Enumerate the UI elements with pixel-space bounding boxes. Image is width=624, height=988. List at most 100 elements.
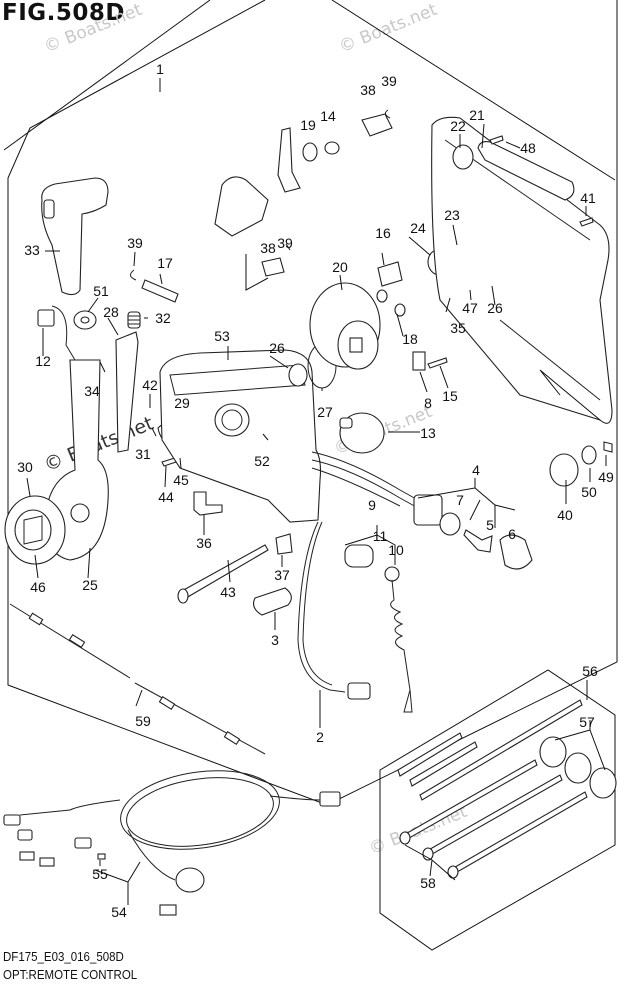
clip-part (275, 533, 293, 555)
callout-51: 51 (93, 283, 109, 299)
screw-part (489, 135, 504, 145)
handle-cap-part (4, 495, 66, 565)
clamp-part (97, 853, 106, 860)
switch-cap-part (499, 534, 533, 570)
roller-part (394, 303, 406, 317)
callout-22: 22 (450, 118, 466, 134)
screw-part (579, 217, 594, 227)
trim-switch-part (37, 305, 79, 379)
neutral-switch-part (412, 351, 426, 371)
callout-15: 15 (442, 388, 458, 404)
figure-code: DF175_E03_016_508D (3, 950, 124, 964)
control-cable-part (9, 603, 266, 755)
kit-outline (379, 669, 616, 951)
control-housing-part (159, 349, 322, 523)
callout-45: 45 (173, 472, 189, 488)
callout-34: 34 (84, 383, 100, 399)
callout-52: 52 (254, 453, 270, 469)
key-part (463, 529, 493, 553)
callout-4: 4 (472, 462, 480, 478)
callout-labels: 1 2 3 4 5 6 7 8 9 10 11 12 13 14 15 16 1… (17, 61, 614, 920)
callout-30: 30 (17, 459, 33, 475)
stop-switch-part (344, 544, 413, 713)
clip-part (384, 109, 391, 119)
callout-2: 2 (316, 729, 324, 745)
wire-harness-part (297, 521, 346, 693)
key-switch-part (413, 494, 443, 526)
lever-part (277, 127, 301, 193)
screw-part (427, 357, 448, 369)
mounting-kit-parts (397, 699, 617, 879)
callout-24: 24 (410, 220, 426, 236)
spring-part (127, 311, 141, 329)
callout-7: 7 (456, 492, 464, 508)
callout-50: 50 (581, 484, 597, 500)
grommet-part (549, 453, 579, 487)
callout-36: 36 (196, 535, 212, 551)
callout-59: 59 (135, 713, 151, 729)
callout-3: 3 (271, 632, 279, 648)
link-part (261, 257, 285, 277)
link-part (361, 113, 393, 137)
callout-13: 13 (420, 425, 436, 441)
callout-18: 18 (402, 331, 418, 347)
lever-plate-part (477, 141, 575, 201)
callout-12: 12 (35, 353, 51, 369)
cam-part (377, 261, 403, 287)
callout-16: 16 (375, 225, 391, 241)
callout-28: 28 (103, 304, 119, 320)
callout-56: 56 (582, 663, 598, 679)
callout-21: 21 (469, 107, 485, 123)
callout-40: 40 (557, 507, 573, 523)
neutral-lever-part (115, 331, 139, 453)
callout-37: 37 (274, 567, 290, 583)
wire-part (311, 451, 419, 501)
callout-53: 53 (214, 328, 230, 344)
callout-14: 14 (320, 108, 336, 124)
callout-10: 10 (388, 542, 404, 558)
figure-caption: OPT:REMOTE CONTROL (3, 968, 138, 982)
callout-47: 47 (462, 300, 478, 316)
callout-43: 43 (220, 584, 236, 600)
oil-seal-part (452, 144, 474, 170)
callout-49: 49 (598, 469, 614, 485)
callout-38a: 38 (360, 82, 376, 98)
washer-part (324, 141, 340, 155)
assembly-outline-edge (331, 0, 616, 181)
bushing-part (302, 142, 318, 162)
callout-42: 42 (142, 377, 158, 393)
callout-6: 6 (508, 526, 516, 542)
callout-44: 44 (158, 489, 174, 505)
nut-part (603, 441, 613, 453)
callout-26b: 26 (487, 300, 503, 316)
washer-part (581, 445, 597, 465)
callout-31: 31 (135, 446, 151, 462)
buzzer-part (339, 412, 385, 454)
callout-11: 11 (373, 528, 388, 544)
callout-39b: 39 (127, 235, 143, 251)
gear-plate-part (309, 282, 381, 370)
callout-29: 29 (174, 395, 190, 411)
pin-part (141, 279, 179, 303)
callout-48: 48 (520, 140, 536, 156)
callout-9: 9 (368, 497, 376, 513)
callout-41: 41 (580, 190, 596, 206)
bracket-part (193, 491, 223, 516)
callout-54: 54 (111, 904, 127, 920)
callout-33: 33 (24, 242, 40, 258)
throttle-arm-part (214, 176, 269, 237)
oil-seal-part (288, 363, 308, 387)
callout-46: 46 (30, 579, 46, 595)
callout-35: 35 (450, 320, 466, 336)
handle-grip-part (41, 177, 109, 296)
callout-26a: 26 (269, 340, 285, 356)
callout-19: 19 (300, 117, 316, 133)
main-harness-part (3, 770, 341, 916)
callout-25: 25 (82, 577, 98, 593)
callout-32: 32 (155, 310, 171, 326)
callout-58: 58 (420, 875, 436, 891)
callout-8: 8 (424, 395, 432, 411)
callout-57: 57 (579, 714, 595, 730)
assembly-outline-main (7, 0, 618, 806)
callout-38b: 38 (260, 240, 276, 256)
